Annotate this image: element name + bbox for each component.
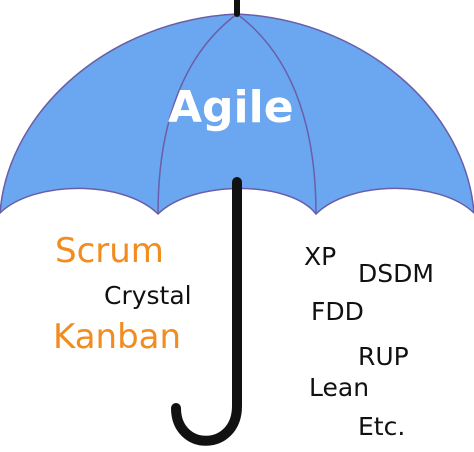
method-crystal: Crystal	[104, 281, 192, 310]
method-scrum: Scrum	[55, 231, 164, 271]
method-xp: XP	[304, 242, 337, 271]
method-rup: RUP	[358, 342, 409, 371]
method-fdd: FDD	[311, 297, 364, 326]
method-kanban: Kanban	[53, 317, 182, 357]
method-lean: Lean	[309, 373, 370, 402]
method-etc: Etc.	[358, 412, 406, 441]
umbrella-handle	[171, 177, 242, 446]
canopy-label: Agile	[168, 82, 294, 133]
umbrella-rib-right	[236, 13, 317, 215]
umbrella-rib-left	[157, 13, 238, 215]
method-dsdm: DSDM	[358, 259, 434, 288]
